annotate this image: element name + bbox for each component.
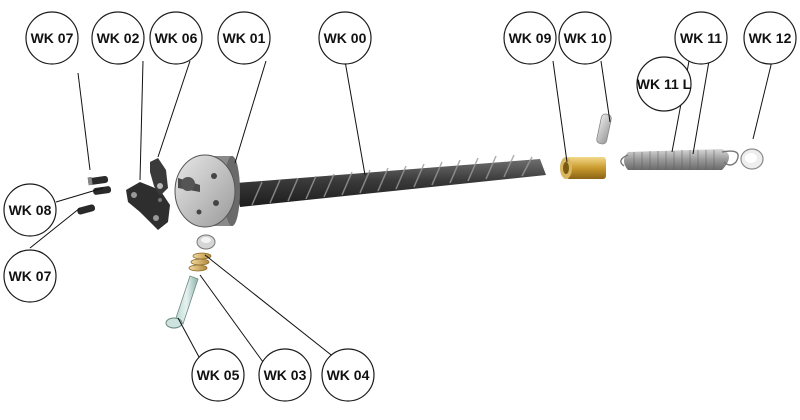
end-cap-part [740,148,764,170]
leader-wk-01 [234,60,267,164]
callout-wk-05: WK 05 [191,348,245,402]
dowel-pin-part [596,113,612,145]
callout-label: WK 07 [31,30,74,46]
brass-sleeve-part [560,157,606,179]
callout-label: WK 06 [155,30,198,46]
callout-wk-12: WK 12 [743,11,797,65]
callout-label: WK 12 [749,30,792,46]
long-bolt-part [165,275,199,329]
callout-label: WK 09 [509,30,552,46]
leader-wk-12 [752,60,773,140]
callout-wk-09: WK 09 [503,11,557,65]
callout-label: WK 05 [197,367,240,383]
round-cap-part [196,234,216,250]
twisted-shaft-part [236,154,546,207]
leader-wk-09 [552,60,568,163]
leader-wk-00 [344,60,366,176]
callout-wk-08: WK 08 [3,183,57,237]
leader-lines [29,60,773,363]
callout-label: WK 08 [9,202,52,218]
small-pin-part-bottom [77,204,96,215]
callout-label: WK 10 [564,30,607,46]
small-pin-part-top [87,176,109,186]
callout-wk-07-bottom: WK 07 [3,249,57,303]
callout-wk-11: WK 11 [674,11,728,65]
callout-wk-06: WK 06 [149,11,203,65]
callout-label: WK 02 [97,30,140,46]
callout-label: WK 07 [9,268,52,284]
callout-wk-01: WK 01 [217,11,271,65]
leader-wk-06 [157,60,191,158]
mounting-disc-part [174,154,240,228]
callout-label: WK 03 [264,367,307,383]
leader-wk-05 [177,317,200,358]
callout-label: WK 11 L [637,76,692,92]
callout-wk-07-top: WK 07 [25,11,79,65]
lever-part [150,158,168,196]
coil-spring-part [188,252,212,272]
leader-wk-02 [139,60,144,181]
extension-spring-part [620,149,739,170]
leader-wk-08 [55,187,104,203]
leader-wk-11-l [692,60,710,155]
callout-wk-02: WK 02 [91,11,145,65]
callout-label: WK 04 [327,367,370,383]
leader-wk-10 [600,60,611,123]
callout-wk-11-l: WK 11 L [636,56,692,112]
leader-wk-04 [204,254,336,359]
callout-wk-00: WK 00 [318,11,372,65]
leader-wk-07-bottom [29,207,81,249]
callout-wk-03: WK 03 [258,348,312,402]
callout-label: WK 00 [324,30,367,46]
small-pin-part-middle [93,186,112,195]
callout-wk-10: WK 10 [558,11,612,65]
leader-wk-07-top [77,72,91,171]
callout-label: WK 11 [680,30,722,46]
callout-wk-04: WK 04 [321,348,375,402]
callout-label: WK 01 [223,30,266,46]
leader-wk-03 [199,274,264,363]
